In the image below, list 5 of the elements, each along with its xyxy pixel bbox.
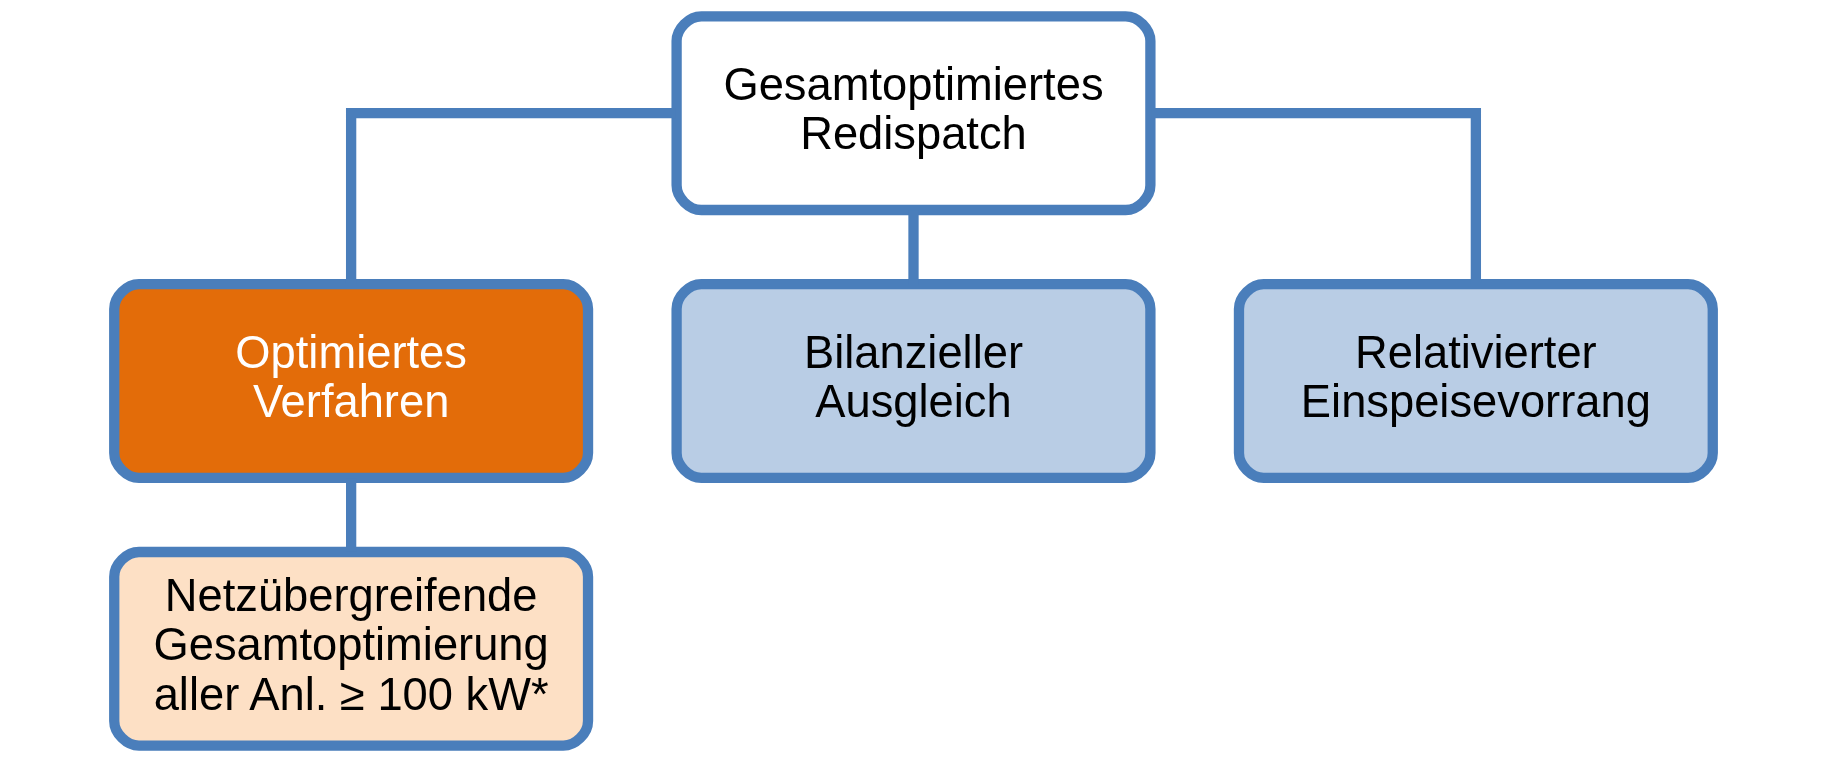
node-box: Netzübergreifende Gesamtoptimierung aller Anl. ≥ 100 kW* bbox=[108, 546, 593, 751]
node-box: Relativierter Einspeisevorrang bbox=[1233, 279, 1718, 483]
node-box: Bilanzieller Ausgleich bbox=[670, 279, 1156, 483]
node-box: Optimiertes Verfahren bbox=[108, 279, 593, 483]
node-box: Gesamtoptimiertes Redispatch bbox=[670, 11, 1156, 216]
